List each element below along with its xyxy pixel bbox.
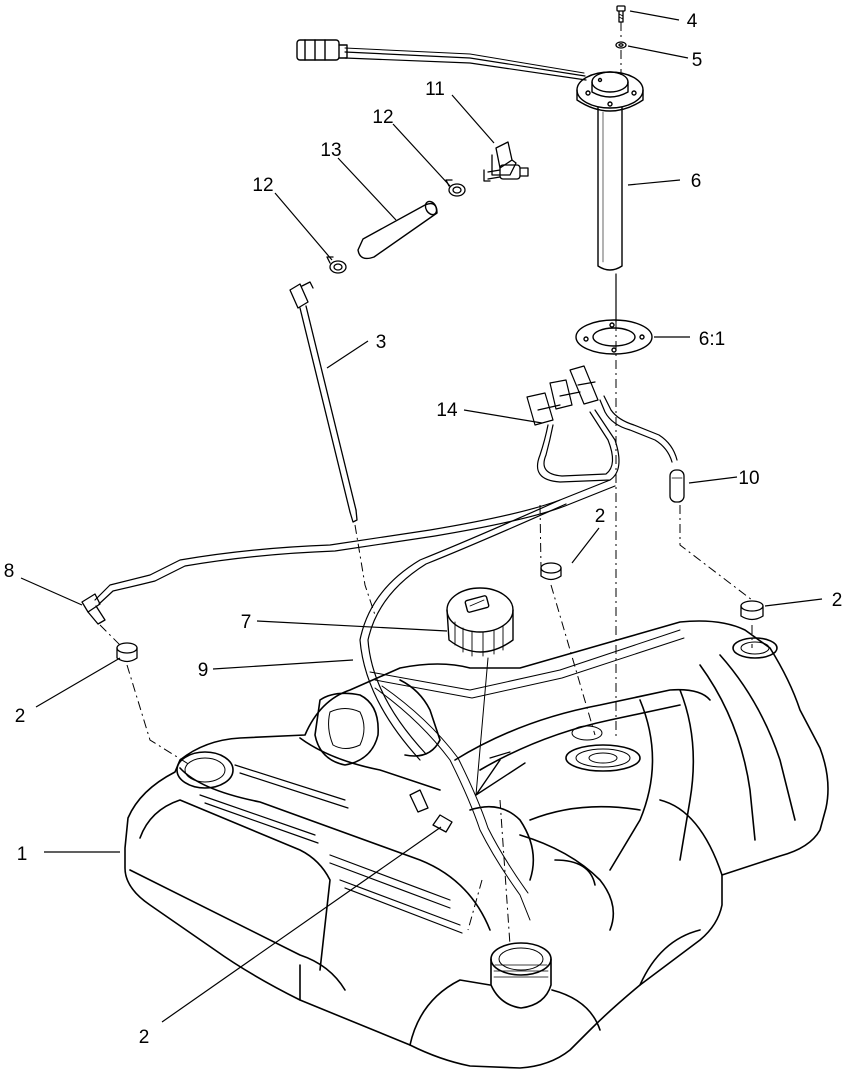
hose-clamp-lower <box>326 256 347 274</box>
leader-12b <box>274 192 333 261</box>
callout-6: 6 <box>691 171 702 192</box>
callout-9: 9 <box>198 660 209 681</box>
grommet-center <box>540 562 562 581</box>
screw <box>616 5 626 23</box>
callout-11: 11 <box>425 79 445 100</box>
callout-1: 1 <box>17 844 28 865</box>
sender-gasket <box>575 319 653 355</box>
hose-clamp-upper <box>445 179 466 197</box>
leader-5 <box>627 45 689 59</box>
callout-10: 10 <box>738 468 759 489</box>
leader-3 <box>326 340 369 369</box>
vent-elbow <box>81 593 106 625</box>
leader-9 <box>212 659 354 670</box>
shutoff-valve <box>483 141 529 182</box>
callout-2-right: 2 <box>832 590 843 611</box>
grommet-right <box>740 600 764 621</box>
callout-7: 7 <box>241 612 252 633</box>
callouts: 1 2 2 2 2 3 4 5 6 6:1 7 8 9 10 11 12 12 … <box>4 11 843 1048</box>
callout-6-1: 6:1 <box>699 329 725 350</box>
fuel-hose <box>357 200 438 260</box>
callout-4: 4 <box>687 11 698 32</box>
callout-2-bottom: 2 <box>139 1027 150 1048</box>
leader-2d <box>764 598 823 607</box>
leader-14 <box>463 409 543 424</box>
fuel-sender <box>296 39 644 323</box>
washer <box>615 41 627 49</box>
grommet-lower <box>409 789 453 833</box>
leader-2a <box>35 657 121 708</box>
callout-13: 13 <box>320 140 341 161</box>
callout-12-upper: 12 <box>372 107 393 128</box>
fuel-pickup-tube <box>289 281 358 523</box>
leader-12a <box>392 123 451 187</box>
grommet-left <box>116 642 138 663</box>
assembly-centerlines <box>99 22 753 946</box>
callout-8: 8 <box>4 561 15 582</box>
leader-13 <box>337 157 397 221</box>
leader-4 <box>629 10 680 21</box>
callout-2-left: 2 <box>15 706 26 727</box>
leader-2c <box>571 527 600 564</box>
callout-14: 14 <box>436 400 458 421</box>
leader-lines <box>20 10 823 1023</box>
callout-5: 5 <box>692 50 703 71</box>
callout-2-center: 2 <box>595 506 606 527</box>
leader-6 <box>627 179 681 186</box>
leader-10 <box>688 476 738 484</box>
leader-2b <box>161 826 442 1023</box>
leader-8 <box>20 577 83 606</box>
vent-line-assembly <box>94 365 678 761</box>
callout-3: 3 <box>376 332 387 353</box>
callout-12-lower: 12 <box>252 175 273 196</box>
fuel-cap <box>446 587 526 796</box>
leader-7 <box>256 620 448 632</box>
fuel-tank <box>124 620 829 1069</box>
vent-fitting <box>669 469 685 503</box>
leader-11 <box>451 94 495 144</box>
